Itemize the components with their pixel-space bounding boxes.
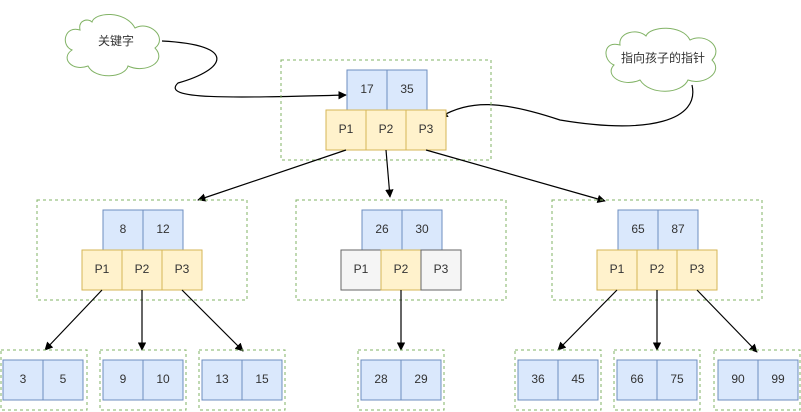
- edge-c-p1: [557, 289, 618, 351]
- level2-a-pointer-1-label: P1: [95, 262, 110, 276]
- level2-node-b: 26 30 P1 P2 P3: [295, 199, 507, 301]
- edge-root-p1: [197, 149, 347, 202]
- edge-root-p3: [425, 149, 606, 203]
- leaf-7-key-1-label: 90: [731, 372, 745, 386]
- leaf-node-6: 66 75: [613, 349, 701, 411]
- level2-c-key-1-label: 65: [631, 222, 645, 236]
- edge-root-p2: [385, 149, 394, 198]
- leaf-5-group-border: [514, 349, 602, 411]
- level2-a-pointer-2-label: P2: [135, 262, 150, 276]
- root-group-border: [280, 59, 492, 161]
- level2-b-key-2-label: 30: [415, 222, 429, 236]
- leaf-node-4: 28 29: [357, 349, 445, 411]
- leaf-4-group-border: [357, 349, 445, 411]
- level2-c-pointer-1-label: P1: [610, 262, 625, 276]
- leaf-node-2: 9 10: [99, 349, 187, 411]
- root-pointer-2: [365, 109, 407, 151]
- leaf-5-key-1-label: 36: [531, 372, 545, 386]
- level2-node-c: 65 87 P1 P2 P3: [551, 199, 763, 301]
- edge-c-p3: [696, 289, 758, 353]
- level2-a-key-1: [102, 209, 144, 251]
- child-pointer-arrow: [439, 84, 694, 127]
- leaf-node-5: 36 45: [514, 349, 602, 411]
- level2-c-pointer-1: [596, 249, 638, 291]
- leaf-6-key-1-label: 66: [630, 372, 644, 386]
- leaf-3-key-2-label: 15: [255, 372, 269, 386]
- level2-b-key-2: [401, 209, 443, 251]
- root-key-1-label: 17: [360, 82, 374, 96]
- leaf-2-group-border: [99, 349, 187, 411]
- level2-node-a: 8 12 P1 P2 P3: [36, 199, 248, 301]
- keyword-annotation: 关键字: [98, 33, 134, 48]
- root-pointer-2-label: P2: [379, 122, 394, 136]
- level2-a-key-2-label: 12: [156, 222, 170, 236]
- level2-b-pointer-1: [340, 249, 382, 291]
- leaf-3-group-border: [198, 349, 286, 411]
- leaf-5-key-2-label: 45: [571, 372, 585, 386]
- leaf-1-key-1: [2, 359, 44, 401]
- leaf-7-group-border: [713, 349, 801, 411]
- level2-b-pointer-2: [380, 249, 422, 291]
- leaf-4-key-1: [360, 359, 402, 401]
- leaf-1-key-2: [42, 359, 84, 401]
- level2-c-key-2-label: 87: [671, 222, 685, 236]
- leaf-1-key-2-label: 5: [60, 372, 67, 386]
- leaf-node-3: 13 15: [198, 349, 286, 411]
- level2-b-pointer-3: [420, 249, 462, 291]
- leaf-7-key-1: [717, 359, 759, 401]
- leaf-4-key-1-label: 28: [374, 372, 388, 386]
- level2-c-pointer-3-label: P3: [690, 262, 705, 276]
- level2-a-pointer-3-label: P3: [175, 262, 190, 276]
- leaf-1-group-border: [0, 349, 88, 411]
- leaf-4-key-2-label: 29: [414, 372, 428, 386]
- root-pointer-3-label: P3: [419, 122, 434, 136]
- level2-b-key-1: [361, 209, 403, 251]
- root-key-2-label: 35: [400, 82, 414, 96]
- leaf-2-key-2: [142, 359, 184, 401]
- leaf-3-key-1: [201, 359, 243, 401]
- leaf-5-key-1: [517, 359, 559, 401]
- leaf-7-key-2: [757, 359, 799, 401]
- leaf-6-key-2: [656, 359, 698, 401]
- leaf-2-key-2-label: 10: [156, 372, 170, 386]
- child-pointer-cloud: 指向孩子的指针: [605, 27, 717, 92]
- child-pointer-annotation: 指向孩子的指针: [621, 50, 705, 65]
- level2-a-key-2: [142, 209, 184, 251]
- leaf-3-key-2: [241, 359, 283, 401]
- level2-b-pointer-1-label: P1: [354, 262, 369, 276]
- leaf-4-key-2: [400, 359, 442, 401]
- leaf-2-key-1-label: 9: [120, 372, 127, 386]
- leaf-6-key-2-label: 75: [670, 372, 684, 386]
- leaf-node-1: 3 5: [0, 349, 88, 411]
- leaf-7-key-2-label: 99: [771, 372, 785, 386]
- keyword-cloud: 关键字: [64, 14, 160, 77]
- level2-c-pointer-2-label: P2: [650, 262, 665, 276]
- level2-a-key-1-label: 8: [120, 222, 127, 236]
- level2-b-key-1-label: 26: [375, 222, 389, 236]
- root-node: 17 35 P1 P2 P3: [280, 59, 492, 161]
- leaf-5-key-2: [557, 359, 599, 401]
- leaf-node-7: 90 99: [713, 349, 801, 411]
- edge-a-p3: [181, 289, 244, 352]
- root-pointer-1-label: P1: [339, 122, 354, 136]
- level2-b-pointer-2-label: P2: [394, 262, 409, 276]
- leaf-3-key-1-label: 13: [215, 372, 229, 386]
- level2-c-key-2: [657, 209, 699, 251]
- leaf-2-key-1: [102, 359, 144, 401]
- leaf-6-group-border: [613, 349, 701, 411]
- keyword-arrow: [161, 40, 347, 100]
- level2-b-pointer-3-label: P3: [434, 262, 449, 276]
- leaf-1-key-1-label: 3: [20, 372, 27, 386]
- edge-a-p1: [44, 289, 103, 351]
